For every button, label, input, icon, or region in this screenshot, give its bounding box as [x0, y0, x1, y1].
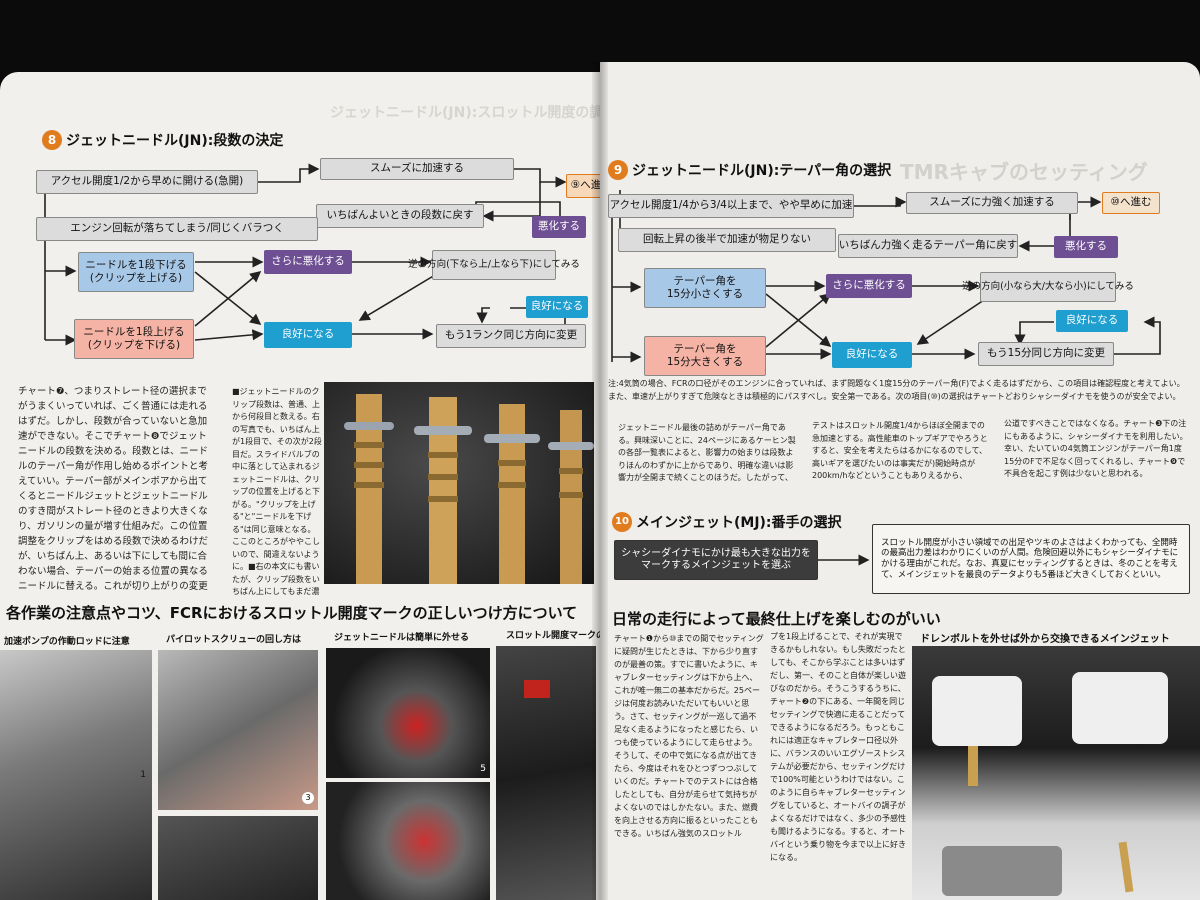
- section10-arrow: [818, 554, 870, 566]
- caption-pilot-screw: パイロットスクリューの回し方は: [166, 635, 302, 645]
- flow8-even-worse-box: さらに悪化する: [264, 250, 352, 274]
- right-bottom-heading: 日常の走行によって最終仕上げを楽しむのがいい: [612, 610, 941, 628]
- section10-title-text: メインジェット(MJ):番手の選択: [636, 515, 842, 531]
- flow8-better-box: 良好になる: [264, 322, 352, 348]
- right-col3-text: 公道ですべきことではなくなる。チャート❸下の注にもあるように、シャシーダイナモを…: [1004, 419, 1188, 478]
- photo-number-5: 5: [480, 764, 486, 774]
- left-body-text: チャート❼、つまりストレート径の選択までがうまくいっていれば、ごく普通には走れる…: [18, 386, 209, 592]
- left-note-text: ■ジェットニードルのクリップ段数は、普通、上から何段目と数える。右の写真でも、い…: [232, 387, 322, 596]
- flow9-taper-small-box: テーパー角を 15分小さくする: [644, 268, 766, 308]
- flow8-next-box: ⑨へ進: [566, 174, 600, 198]
- flow9-go10-box: ⑩へ進む: [1102, 192, 1160, 214]
- right-bottom-col2: プを1段上げることで、それが実現できるかもしれない。もし失敗だったとしても、そこ…: [770, 632, 906, 862]
- caption-accel-pump: 加速ポンプの作動ロッドに注意: [4, 637, 130, 647]
- throttle-mark-photo: [496, 646, 596, 900]
- pilot-screw-photo-2: [158, 816, 318, 900]
- section10-number: 10: [612, 512, 632, 532]
- flow8-better-small-box: 良好になる: [526, 296, 588, 318]
- flow8-engine-drop-box: エンジン回転が落ちてしまう/同じくバラつく: [36, 217, 318, 241]
- flow9-rpm-lack-box: 回転上昇の後半で加速が物足りない: [618, 228, 836, 252]
- flow9-strongest-back-box: いちばん力強く走るテーパー角に戻す: [838, 234, 1018, 258]
- book-spine-shadow: [592, 62, 608, 900]
- section10-left-box: シャシーダイナモにかけ最も大きな出力を マークするメインジェットを選ぶ: [614, 540, 818, 580]
- section8-number: 8: [42, 130, 62, 150]
- section8-title: 8 ジェットニードル(JN):段数の決定: [42, 130, 283, 150]
- flow8-best-back-box: いちばんよいときの段数に戻す: [316, 204, 484, 228]
- flow9-smooth-box: スムーズに力強く加速する: [906, 192, 1078, 214]
- left-bottom-heading: 各作業の注意点やコツ、FCRにおけるスロットル開度マークの正しいつけ方について: [6, 604, 578, 622]
- flow8-one-more-box: もう1ランク同じ方向に変更: [436, 324, 586, 348]
- photo-number-3: 3: [302, 792, 314, 804]
- jet-needle-removal-photo: 5: [326, 648, 490, 778]
- flow8-needle-down-box: ニードルを1段下げる (クリップを上げる): [78, 252, 194, 292]
- flow9-one-more-box: もう15分同じ方向に変更: [978, 342, 1114, 366]
- section9-note: 注:4気筒の場合、FCRの口径がそのエンジンに合っていれば、まず問題なく1度15…: [608, 379, 1185, 401]
- caption-throttle-mark: スロットル開度マークのつけ方: [506, 631, 600, 641]
- flow8-accel-box: アクセル開度1/2から早めに開ける(急開): [36, 170, 258, 194]
- section9-title: 9 ジェットニードル(JN):テーパー角の選択: [608, 160, 891, 180]
- section9-title-text: ジェットニードル(JN):テーパー角の選択: [632, 163, 892, 179]
- flow9-better-box: 良好になる: [832, 342, 912, 368]
- main-jet-photo-caption: ドレンボルトを外せば外から交換できるメインジェット: [920, 634, 1170, 645]
- flow9-accel-box: アクセル開度1/4から3/4以上まで、やや早めに加速: [608, 194, 854, 218]
- pilot-screw-photo: 3: [158, 650, 318, 810]
- flow8-reverse-box: 逆の方向(下なら上/上なら下)にしてみる: [408, 250, 580, 280]
- section10-right-box: スロットル開度が小さい領域での出足やツキのよさはよくわかっても、全開時の最高出力…: [872, 524, 1190, 594]
- caption-jet-needle: ジェットニードルは簡単に外せる: [334, 633, 470, 643]
- section10-title: 10 メインジェット(MJ):番手の選択: [612, 512, 842, 532]
- right-bottom-col1: チャート❶から⑩までの間でセッティングに疑問が生じたときは、下から少り直すのが最…: [614, 634, 764, 838]
- flow9-taper-big-box: テーパー角を 15分大きくする: [644, 336, 766, 376]
- flow8-worse-box: 悪化する: [532, 216, 586, 238]
- left-page: ジェットニードル(JN):スロットル開度の調整法 8 ジェットニードル(JN):…: [0, 72, 600, 900]
- section9-number: 9: [608, 160, 628, 180]
- right-col1-text: ジェットニードル最後の詰めがテーパー角である。興味深いことに、24ページにあるケ…: [618, 423, 796, 482]
- flow9-reverse-box: 逆の方向(小なら大/大なら小)にしてみる: [962, 272, 1134, 302]
- left-ghost-header: ジェットニードル(JN):スロットル開度の調整法: [330, 105, 600, 121]
- main-jet-photo: [912, 646, 1200, 900]
- flow9-worse-box: 悪化する: [1054, 236, 1118, 258]
- jet-needles-photo: [324, 382, 594, 584]
- jet-needle-removal-photo-2: [326, 782, 490, 900]
- section8-title-text: ジェットニードル(JN):段数の決定: [66, 133, 284, 149]
- right-page: TMRキャブのセッティング 9 ジェットニードル(JN):テーパー角の選択 アク…: [600, 62, 1200, 900]
- flow8-needle-up-box: ニードルを1段上げる (クリップを下げる): [74, 319, 194, 359]
- flow8-smooth-box: スムーズに加速する: [320, 158, 514, 180]
- flow9-better-small-box: 良好になる: [1056, 310, 1128, 332]
- flow9-even-worse-box: さらに悪化する: [826, 274, 912, 298]
- right-ghost-header: TMRキャブのセッティング: [900, 160, 1148, 184]
- photo-number-1: 1: [140, 770, 146, 780]
- accel-pump-photo: 1: [0, 650, 152, 900]
- right-col2-text: テストはスロットル開度1/4からほぼ全開までの急加速とする。高性能車のトップギア…: [812, 421, 988, 480]
